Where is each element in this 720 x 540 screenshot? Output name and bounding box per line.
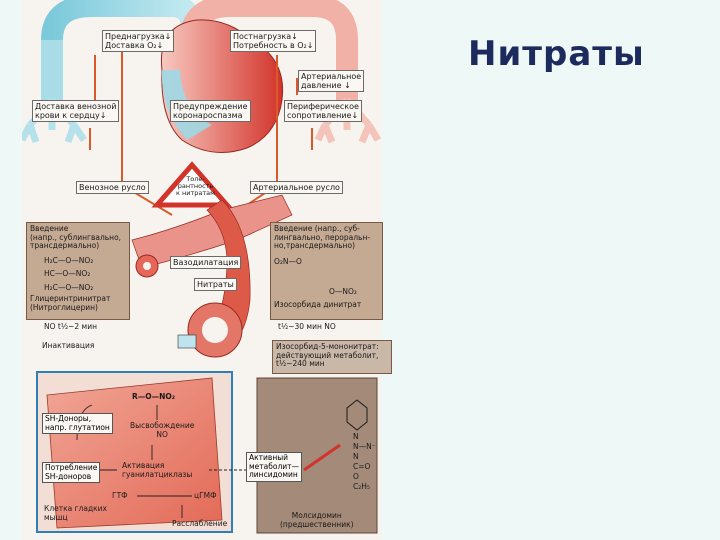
nitroglycerin-intro-3: трансдермально) xyxy=(30,241,100,250)
molsidomine-label: Молсидомин (предшественник) xyxy=(280,511,354,529)
isosorbide-ring-no2: O—NO₂ xyxy=(329,287,357,296)
arterial-pressure-label: Артериальное давление ↓ xyxy=(298,70,365,92)
tolerance-line-3: к нитратам xyxy=(176,189,216,197)
peripheral-line-1: Периферическое xyxy=(287,102,359,111)
active-metabolite-line-3: линсидомин xyxy=(249,470,298,479)
nitroglycerin-intro-2: (напр., сублингвально, xyxy=(30,232,122,242)
preload-label: Преднагрузка↓ Доставка O₂↓ xyxy=(102,30,175,52)
arterial-pressure-line-2: давление ↓ xyxy=(301,81,351,90)
nitroglycerin-formula-1: H₂C—O—NO₂ xyxy=(44,255,94,265)
activation-line-2: гуанилатциклазы xyxy=(122,469,193,479)
no-release-label: Высвобождение NO xyxy=(130,421,195,439)
isosorbide-intro-1: Введение (напр., суб- xyxy=(274,224,360,233)
molsidomine-formula-5: O xyxy=(353,472,359,481)
nitroglycerin-formula-3: H₂C—O—NO₂ xyxy=(44,282,94,292)
cgmp-label: цГМФ xyxy=(194,491,217,500)
sh-consumption-line-2: SH-доноров xyxy=(45,471,92,481)
active-metabolite-label: Активный метаболит— линсидомин xyxy=(246,452,302,482)
relaxation-label: Расслабление xyxy=(172,519,228,528)
nitroglycerin-name-2: (Нитроглицерин) xyxy=(30,302,98,312)
molsidomine-ring xyxy=(346,399,368,431)
sh-consumption-line-1: Потребление xyxy=(45,463,98,472)
preload-line-2: Доставка O₂↓ xyxy=(105,41,164,50)
vasodilation-label: Вазодилатация xyxy=(170,256,242,269)
tolerance-label: Толе- рантность к нитратам xyxy=(176,176,215,197)
tolerance-warning-icon xyxy=(151,161,233,208)
mononitrate-line-1: Изосорбид-5-мононитрат: xyxy=(276,342,379,351)
molsidomine-formula: N N—N⁻ N C=O O C₂H₅ xyxy=(353,432,376,492)
isosorbide-name: Изосорбида динитрат xyxy=(274,299,362,309)
zoom-box-icon xyxy=(177,334,197,349)
molsidomine-line-2: (предшественник) xyxy=(280,519,354,529)
vessel-lumen-large xyxy=(202,317,228,343)
molsidomine-formula-2: N—N⁻ xyxy=(353,442,376,451)
mononitrate-panel: Изосорбид-5-мононитрат: действующий мета… xyxy=(272,340,392,374)
gtp-label: ГТФ xyxy=(112,491,128,500)
nitrates-label: Нитраты xyxy=(194,278,237,291)
sh-donors-label: SH-Доноры, напр. глутатион xyxy=(42,413,113,434)
nitrates-figure: Преднагрузка↓ Доставка O₂↓ Постнагрузка↓… xyxy=(22,0,392,540)
cell-line-1: Клетка гладких xyxy=(44,504,107,513)
coronary-line-2: коронароспазма xyxy=(173,111,243,120)
peripheral-line-2: сопротивление↓ xyxy=(287,111,359,120)
venous-bed-label: Венозное русло xyxy=(76,181,149,194)
arterial-pressure-line-1: Артериальное xyxy=(301,72,362,81)
mononitrate-line-3: t½~240 мин xyxy=(276,359,325,368)
activation-label: Активация гуанилатциклазы xyxy=(122,461,193,479)
isosorbide-panel: Введение (напр., суб- лингвально, перора… xyxy=(270,222,383,320)
coronary-label: Предупреждение коронароспазма xyxy=(170,100,251,122)
nitroglycerin-half-life: NO t½~2 мин xyxy=(44,322,97,331)
isosorbide-half-life: t½~30 мин NO xyxy=(278,322,336,331)
arterial-vessel-top xyxy=(181,0,358,100)
no-release-line-1: Высвобождение xyxy=(130,421,195,430)
vessel-lumen-small xyxy=(143,262,151,270)
nitroglycerin-name-1: Глицеринтринитрат xyxy=(30,294,111,303)
coronary-line-1: Предупреждение xyxy=(173,102,248,111)
nitrate-formula: R—O—NO₂ xyxy=(132,392,176,401)
no-release-line-2: NO xyxy=(156,429,168,439)
cell-line-2: мышц xyxy=(44,512,68,522)
tolerance-line-2: рантность xyxy=(177,182,214,190)
peripheral-resistance-label: Периферическое сопротивление↓ xyxy=(284,100,362,122)
nitroglycerin-formula-2: HC—O—NO₂ xyxy=(44,269,91,278)
arterial-bed-label: Артериальное русло xyxy=(250,181,343,194)
sh-donors-line-2: напр. глутатион xyxy=(45,422,110,432)
cell-label: Клетка гладких мышц xyxy=(44,504,107,522)
molsidomine-formula-1: N xyxy=(353,432,359,441)
venous-return-line-1: Доставка венозной xyxy=(35,102,117,111)
activation-line-1: Активация xyxy=(122,461,165,470)
venous-return-label: Доставка венозной крови к сердцу↓ xyxy=(32,100,120,122)
molsidomine-arrow xyxy=(303,443,341,472)
sh-consumption-label: Потребление SH-доноров xyxy=(42,462,101,483)
preload-line-1: Преднагрузка↓ xyxy=(105,32,172,41)
active-metabolite-line-1: Активный xyxy=(249,453,289,462)
sh-donors-line-1: SH-Доноры, xyxy=(45,414,92,423)
mononitrate-line-2: действующий метаболит, xyxy=(276,350,379,360)
slide-title: Нитраты xyxy=(468,34,645,74)
afterload-label: Постнагрузка↓ Потребность в O₂↓ xyxy=(230,30,317,52)
molsidomine-formula-3: N xyxy=(353,452,359,461)
molsidomine-formula-4: C=O xyxy=(353,462,371,471)
isosorbide-intro-2: лингвально, пероральн- xyxy=(274,232,371,242)
molsidomine-line-1: Молсидомин xyxy=(291,511,342,520)
molsidomine-formula-6: C₂H₅ xyxy=(353,482,370,491)
isosorbide-intro-3: но,трансдермально) xyxy=(274,241,356,250)
afterload-line-1: Постнагрузка↓ xyxy=(233,32,298,41)
nitroglycerin-intro-1: Введение xyxy=(30,224,69,233)
afterload-line-2: Потребность в O₂↓ xyxy=(233,41,314,50)
nitroglycerin-panel: Введение (напр., сублингвально, трансдер… xyxy=(26,222,130,320)
venous-return-line-2: крови к сердцу↓ xyxy=(35,111,107,120)
tolerance-line-1: Толе- xyxy=(186,175,205,183)
artery-segment xyxy=(131,194,293,269)
isosorbide-formula-label: O₂N—O xyxy=(274,256,302,266)
inactivation-label: Инактивация xyxy=(42,341,95,350)
active-metabolite-line-2: метаболит— xyxy=(249,461,299,471)
figure-graphics xyxy=(22,0,382,534)
